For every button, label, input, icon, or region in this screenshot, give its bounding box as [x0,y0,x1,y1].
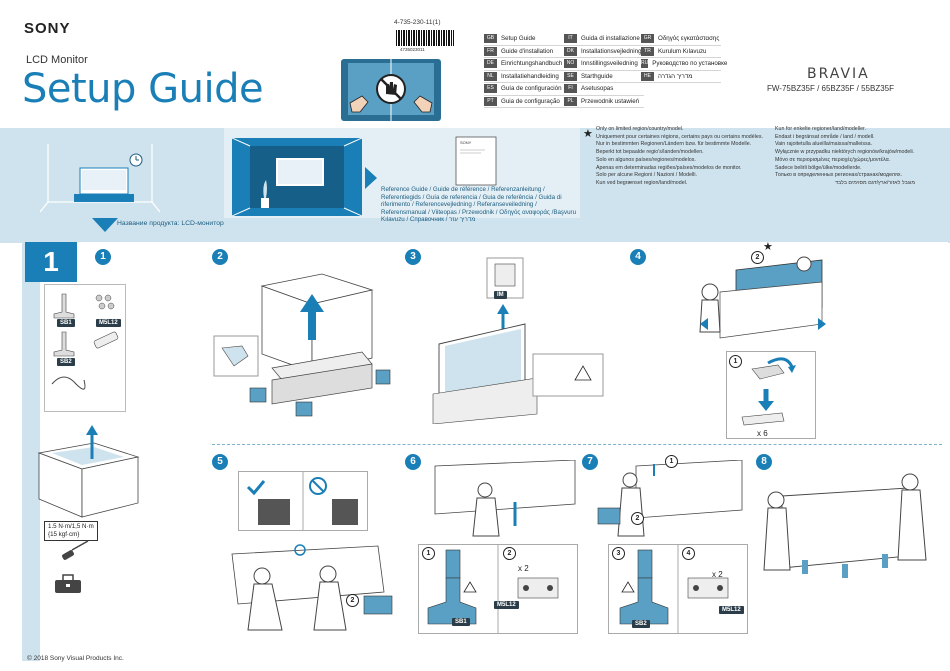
step-6-marker: 6 [405,454,421,470]
callout-2-marker: 2 [503,547,516,560]
down-arrow-icon [92,218,118,232]
step-3-marker: 3 [405,249,421,265]
callout-3-marker: 3 [612,547,625,560]
step-7-detail-box [608,544,748,634]
callout-4-marker: 4 [682,547,695,560]
barcode-number: 4735023011 [400,47,425,52]
page-title: Setup Guide [22,66,264,112]
step-5-lay-monitor-illustration [231,544,393,631]
callout-2-marker: 2 [346,594,359,607]
callout-1-marker: 1 [729,355,742,368]
step-divider [212,444,942,445]
step-4-remove-tray-illustration [699,256,826,339]
step-7-attach-stand-illustration [597,460,743,537]
callout-1-marker: 1 [422,547,435,560]
copyright: © 2018 Sony Visual Products Inc. [27,655,124,662]
step-6-detail-box [418,544,578,634]
star-icon: ★ [763,241,773,253]
step-2-lift-box-illustration [213,273,391,417]
callout-2-marker: 2 [631,512,644,525]
open-box-illustration [37,425,140,518]
section-number: 1 [25,242,77,282]
part-number: 4-735-230-11(1) [394,19,441,26]
part-sb2-label: SB2 [57,358,75,366]
quantity-x2: x 2 [712,570,723,579]
step-8-stand-up-monitor-illustration [763,473,927,578]
step-7-marker: 7 [582,454,598,470]
room-install-illustration [40,144,160,213]
wall-display-illustration [232,138,362,216]
step-8-marker: 8 [756,454,772,470]
do-not-touch-screen-illustration [341,58,441,122]
notes-column-2: Kun for enkelte regioner/land/modeller.E… [775,126,915,186]
step-2-marker: 2 [212,249,228,265]
reference-guide-text: Reference Guide / Guide de référence / R… [381,186,577,224]
part-m5l12-label: M5L12 [719,606,744,614]
svg-text:SONY: SONY [460,140,472,145]
callout-1-marker: 1 [665,455,678,468]
step-4-detail-box [726,351,816,439]
quantity-x6: x 6 [757,429,768,438]
step-1-marker: 1 [95,249,111,265]
part-m5l12-label: M5L12 [494,601,519,609]
part-sb1-label: SB1 [57,319,75,327]
step-3-monitor-in-tray-illustration [432,257,604,424]
step-5-do-dont-panel [238,471,368,531]
star-icon: ★ [583,128,593,140]
model-numbers: FW-75BZ35F / 65BZ35F / 55BZ35F [767,84,895,93]
part-sb2-label: SB2 [632,620,650,628]
parts-box [44,284,126,412]
callout-2-marker: 2 [751,251,764,264]
quantity-x2: x 2 [518,564,529,573]
notes-column-1: Only on limited region/country/model.Uni… [596,126,763,186]
right-arrow-icon [365,167,377,189]
barcode [396,30,454,46]
reference-booklet-icon: SONY [455,136,497,186]
torque-spec: 1.5 N·m/1,5 N·m{15 kgf·cm} [44,521,98,541]
part-sb1-label: SB1 [452,618,470,626]
product-name-ru: Название продукта: LCD-монитор [117,220,224,227]
series-name: BRAVIA [807,66,870,82]
product-type: LCD Monitor [26,54,88,66]
part-m5l12-label: M5L12 [96,319,121,327]
step-5-marker: 5 [212,454,228,470]
screwdriver-icon [62,540,89,560]
step-4-marker: 4 [630,249,646,265]
step-6-attach-stand-illustration [434,460,576,537]
toolbox-icon [55,574,81,593]
part-im-label: IM [494,291,507,299]
brand-logo: SONY [24,20,71,37]
